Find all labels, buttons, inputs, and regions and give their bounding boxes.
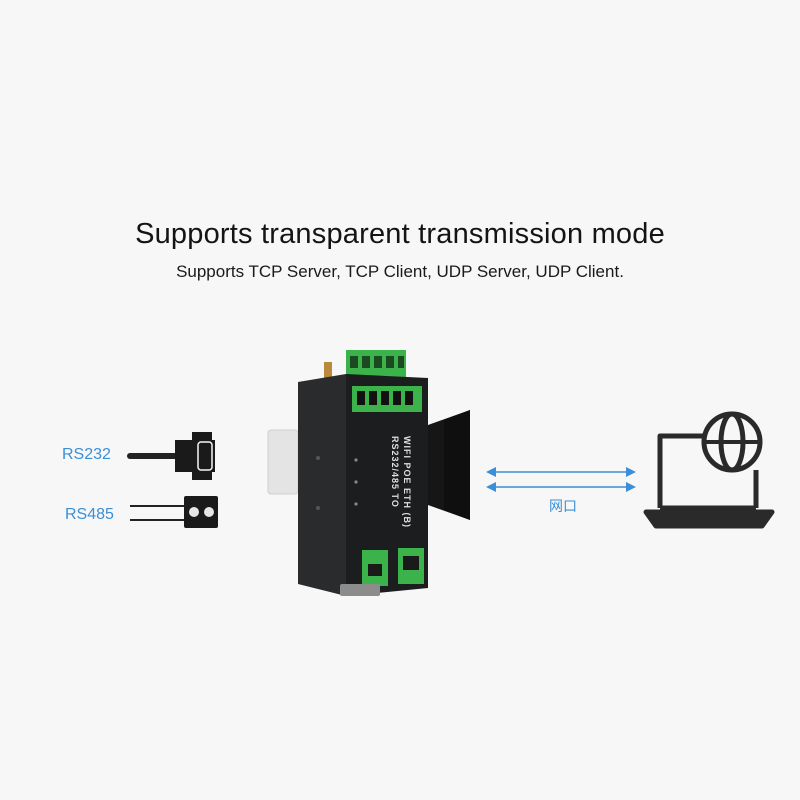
network-port-label: 网口: [549, 498, 577, 514]
page-title: Supports transparent transmission mode: [135, 218, 665, 250]
rs232-connector-icon: [127, 432, 215, 480]
device-model-line1: RS232/485 TO: [390, 436, 400, 508]
rs232-label: RS232: [62, 446, 111, 463]
device-image: RS232/485 TO WIFI POE ETH (B): [267, 350, 470, 596]
bidirectional-arrow-icon: [486, 467, 636, 492]
device-model-line2: WIFI POE ETH (B): [402, 436, 412, 528]
laptop-globe-icon: [643, 411, 775, 529]
page-subtitle: Supports TCP Server, TCP Client, UDP Ser…: [176, 262, 624, 281]
rs485-terminal-icon: [130, 496, 218, 528]
rs485-label: RS485: [65, 506, 114, 523]
